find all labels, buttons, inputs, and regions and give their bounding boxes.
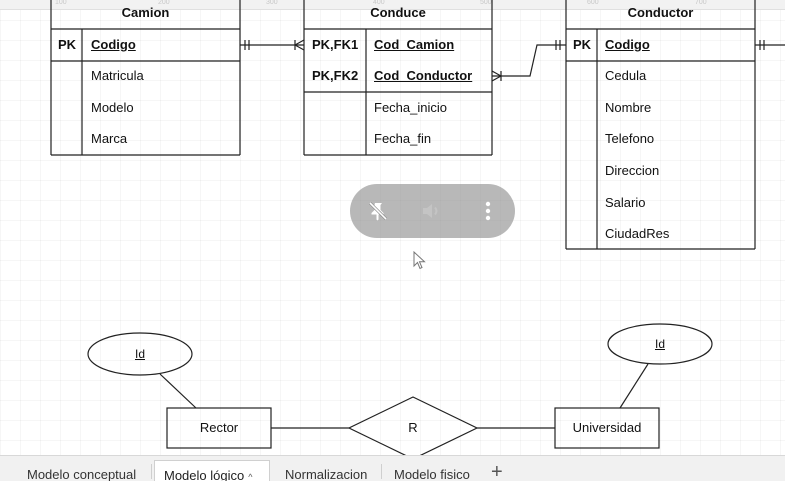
attribute-id-left-label: Id	[134, 347, 145, 361]
table-conduce-shape[interactable]	[303, 0, 493, 156]
table-camion-shape[interactable]	[50, 0, 241, 156]
tab-separator	[381, 464, 382, 479]
ruler-tick: 500	[480, 0, 492, 6]
connector-camion-conduce[interactable]	[240, 39, 305, 51]
table-conductor-field: Nombre	[605, 100, 652, 115]
more-vert-icon[interactable]	[474, 184, 502, 238]
table-camion-title: Camion	[121, 5, 170, 20]
connector-conduce-conductor[interactable]	[491, 40, 566, 82]
ruler-tick: 600	[587, 0, 599, 6]
table-conductor-pk-field: Codigo	[605, 37, 650, 52]
add-tab-button[interactable]: +	[491, 461, 503, 483]
tab-label: Normalizacion	[285, 467, 368, 481]
media-controls-overlay	[350, 184, 515, 238]
ruler-tick: 700	[695, 0, 707, 6]
table-camion-field: Modelo	[91, 100, 134, 115]
table-conductor-title: Conductor	[627, 5, 694, 20]
table-camion-field: Matricula	[91, 68, 144, 83]
diagram-svg	[50, 0, 785, 455]
table-camion-pk-field: Codigo	[91, 37, 136, 52]
tab-modelo-fisico[interactable]: Modelo fisico	[394, 460, 470, 481]
mouse-pointer-icon	[413, 250, 427, 276]
ruler-tick: 400	[373, 0, 385, 6]
attr-left-link[interactable]	[159, 373, 197, 409]
attribute-id-left-shape[interactable]	[87, 332, 193, 376]
table-conductor-field: Telefono	[605, 131, 655, 146]
tab-modelo-conceptual[interactable]: Modelo conceptual	[27, 460, 136, 481]
relationship-r-label: R	[408, 420, 418, 435]
tab-label: Modelo lógico	[164, 468, 245, 481]
table-conductor-field: Cedula	[605, 68, 647, 83]
table-camion-pk-label: PK	[58, 37, 77, 52]
ruler-tick: 200	[158, 0, 170, 6]
tab-label: Modelo conceptual	[27, 467, 137, 481]
ruler-tick: 300	[266, 0, 278, 6]
relationship-r-shape[interactable]	[347, 396, 479, 455]
table-conduce-key1-label: PK,FK1	[312, 37, 359, 52]
table-conductor-field: CiudadRes	[605, 226, 670, 241]
table-conduce-key2-field: Cod_Conductor	[374, 68, 473, 83]
entity-rector-label: Rector	[199, 420, 239, 435]
table-conductor-field: Direccion	[605, 163, 660, 178]
attribute-id-right-label: Id	[654, 337, 665, 351]
pin-off-icon[interactable]	[364, 184, 392, 238]
table-conduce-key2-label: PK,FK2	[312, 68, 359, 83]
top-ruler: 100 200 300 400 500 600 700	[0, 0, 785, 10]
sheet-tab-bar: Modelo conceptual Modelo lógico^ Normali…	[0, 455, 785, 483]
tab-modelo-logico[interactable]: Modelo lógico^	[154, 460, 270, 481]
volume-icon[interactable]	[418, 184, 446, 238]
table-conduce-title: Conduce	[370, 5, 426, 20]
connector-conductor-right[interactable]	[755, 40, 785, 50]
entity-universidad-label: Universidad	[572, 420, 642, 435]
attribute-id-right-shape[interactable]	[607, 323, 713, 365]
tab-label: Modelo fisico	[394, 467, 470, 481]
tab-separator	[151, 464, 152, 479]
tab-normalizacion[interactable]: Normalizacion	[285, 460, 367, 481]
table-conduce-field: Fecha_fin	[374, 131, 432, 146]
ruler-tick: 100	[55, 0, 67, 6]
table-conduce-key1-field: Cod_Camion	[374, 37, 455, 52]
table-conductor-field: Salario	[605, 195, 646, 210]
table-conductor-pk-label: PK	[573, 37, 592, 52]
table-camion-field: Marca	[91, 131, 128, 146]
tab-menu-caret-icon[interactable]: ^	[248, 472, 253, 481]
attr-right-link[interactable]	[619, 363, 649, 409]
table-conduce-field: Fecha_inicio	[374, 100, 447, 115]
table-conductor-shape[interactable]	[565, 0, 756, 250]
